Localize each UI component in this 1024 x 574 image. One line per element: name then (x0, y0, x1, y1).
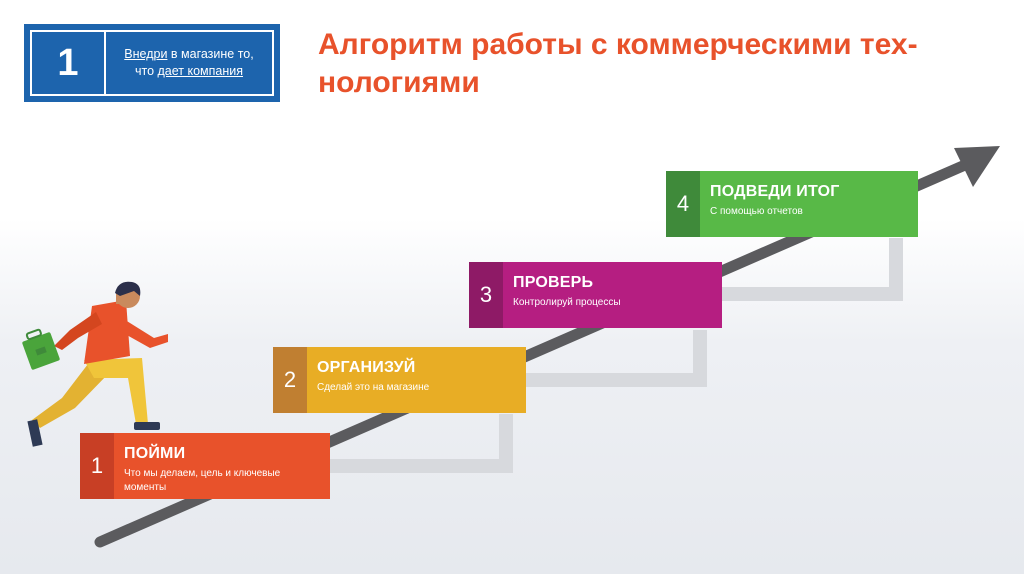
step-4: 4 ПОДВЕДИ ИТОГ С помощью отчетов (666, 171, 918, 237)
step-3-text: Контролируй процессы (513, 296, 722, 310)
runner-figure (22, 282, 168, 447)
step-2-text: Сделай это на магазине (317, 381, 526, 395)
step-4-number: 4 (666, 171, 700, 237)
step-1-number: 1 (80, 433, 114, 499)
connector-1-2 (330, 414, 506, 466)
briefcase-icon (22, 329, 60, 370)
step-1-heading: ПОЙМИ (124, 445, 330, 463)
step-4-text: С помощью отчетов (710, 205, 918, 219)
step-2-heading: ОРГАНИЗУЙ (317, 359, 526, 377)
step-1-text: Что мы делаем, цель и ключевые моменты (124, 467, 330, 495)
step-3: 3 ПРОВЕРЬ Контролируй процессы (469, 262, 722, 328)
step-3-heading: ПРОВЕРЬ (513, 274, 722, 292)
step-4-heading: ПОДВЕДИ ИТОГ (710, 183, 918, 201)
step-3-number: 3 (469, 262, 503, 328)
runner-leg-front (84, 358, 148, 424)
runner-shoe-front (134, 422, 160, 430)
step-2: 2 ОРГАНИЗУЙ Сделай это на магазине (273, 347, 526, 413)
connector-2-3 (526, 330, 700, 380)
connector-3-4 (722, 238, 896, 294)
step-2-number: 2 (273, 347, 307, 413)
step-1: 1 ПОЙМИ Что мы делаем, цель и ключевые м… (80, 433, 330, 499)
